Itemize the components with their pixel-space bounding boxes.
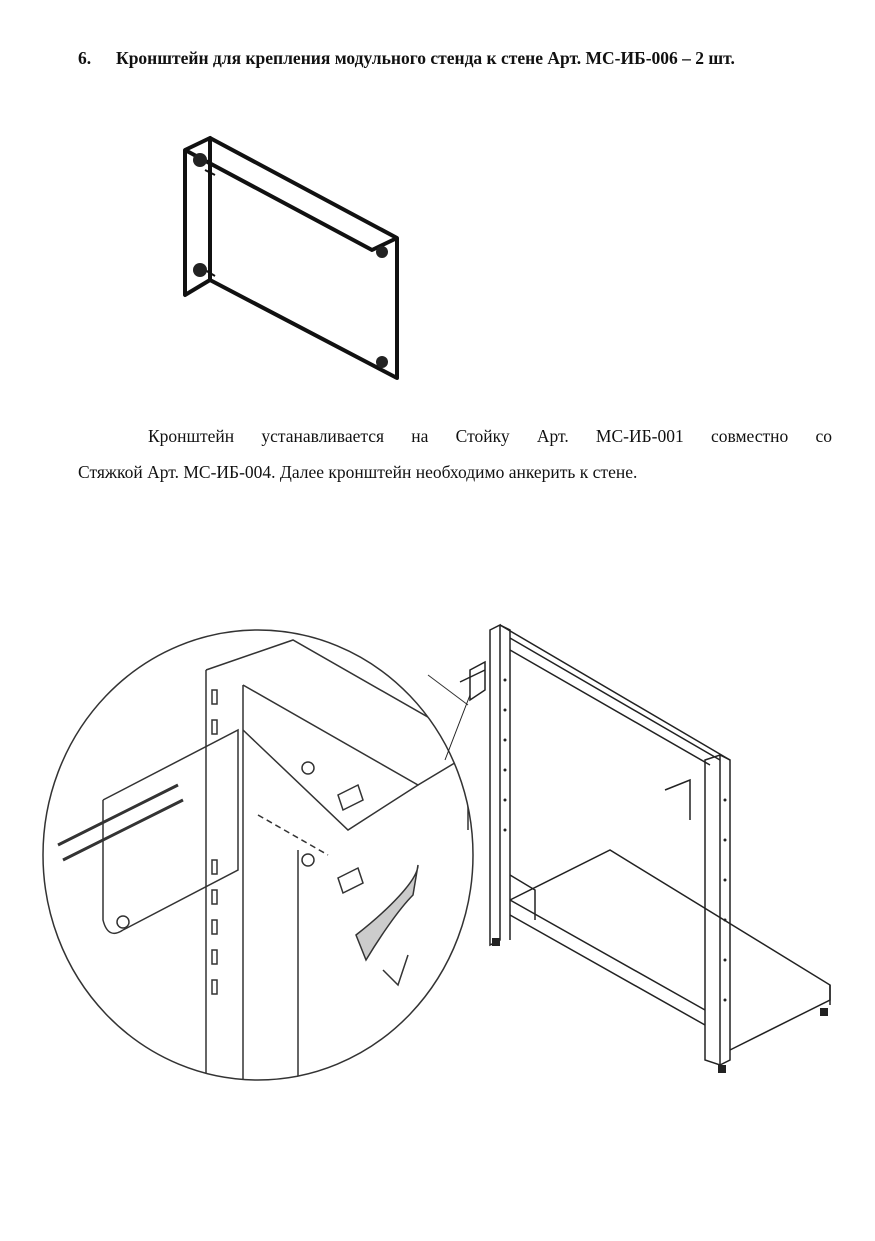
section-title: Кронштейн для крепления модульного стенд… bbox=[116, 48, 735, 68]
section-heading: 6. Кронштейн для крепления модульного сте… bbox=[78, 48, 735, 69]
paragraph-line-2: Стяжкой Арт. МС-ИБ-004. Далее кронштейн … bbox=[78, 462, 638, 482]
section-number: 6. bbox=[78, 48, 92, 68]
paragraph-line-1: Кронштейн устанавливается на Стойку Арт.… bbox=[148, 426, 832, 446]
stand-frame-illustration bbox=[444, 623, 831, 1073]
assembly-detail-illustration bbox=[42, 629, 474, 1081]
bracket-illustration bbox=[183, 136, 399, 380]
